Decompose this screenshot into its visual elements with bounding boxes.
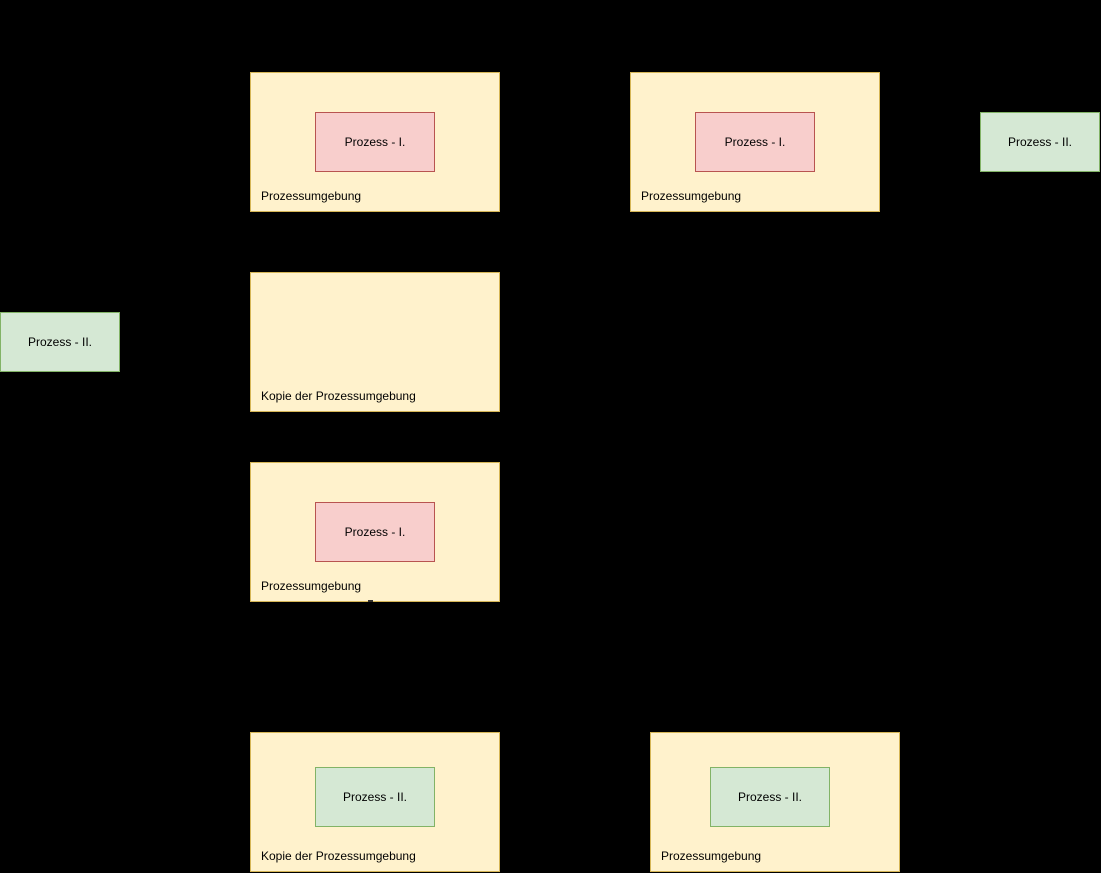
container-prozessumgebung-top-middle: Prozessumgebung — [630, 72, 880, 212]
process-label: Prozess - I. — [344, 135, 406, 149]
process-i-box-top-left: Prozess - I. — [315, 112, 435, 172]
container-prozessumgebung-top-left: Prozessumgebung — [250, 72, 500, 212]
container-label: Prozessumgebung — [261, 578, 362, 593]
process-label: Prozess - I. — [344, 525, 406, 539]
container-kopie-prozessumgebung-upper: Kopie der Prozessumgebung — [250, 272, 500, 412]
process-ii-box-left: Prozess - II. — [0, 312, 120, 372]
process-i-box-middle: Prozess - I. — [315, 502, 435, 562]
process-label: Prozess - II. — [342, 790, 407, 804]
container-label: Prozessumgebung — [641, 188, 742, 203]
container-label: Kopie der Prozessumgebung — [261, 388, 416, 403]
process-label: Prozess - II. — [1007, 135, 1072, 149]
process-label: Prozess - II. — [27, 335, 92, 349]
process-ii-box-bottom-right: Prozess - II. — [710, 767, 830, 827]
container-label: Prozessumgebung — [661, 848, 762, 863]
process-ii-box-kopie-lower: Prozess - II. — [315, 767, 435, 827]
connector-tip-mark — [368, 600, 373, 602]
process-label: Prozess - I. — [724, 135, 786, 149]
process-i-box-top-middle: Prozess - I. — [695, 112, 815, 172]
container-label: Kopie der Prozessumgebung — [261, 848, 416, 863]
process-label: Prozess - II. — [737, 790, 802, 804]
container-label: Prozessumgebung — [261, 188, 362, 203]
process-ii-box-right: Prozess - II. — [980, 112, 1100, 172]
